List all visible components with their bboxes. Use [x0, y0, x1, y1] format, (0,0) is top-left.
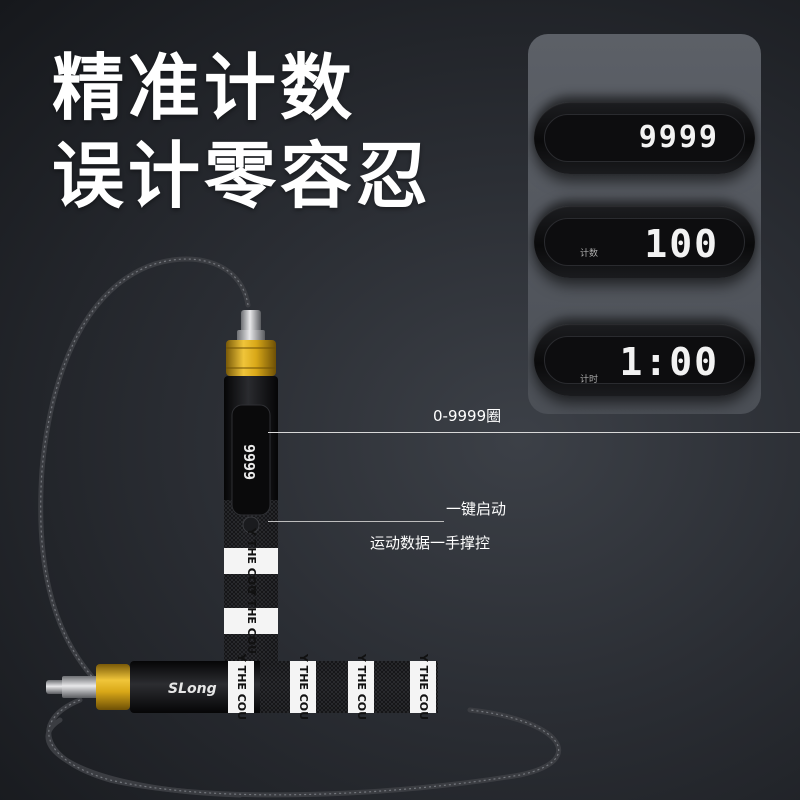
text-band [224, 608, 278, 634]
lcd-screen [544, 114, 745, 162]
handle-display-value: 9999 [240, 444, 258, 480]
lcd-display-tag: 计数 [580, 249, 599, 259]
callout-line-range [268, 432, 800, 433]
text-band [228, 661, 254, 713]
lcd-display-timer: 计时 1:00 [534, 324, 755, 396]
power-button [242, 516, 260, 534]
gold-ring [226, 340, 276, 376]
display-showcase-panel: 9999 计数 100 计时 1:00 [528, 34, 761, 414]
lcd-display-count-max: 9999 [534, 102, 755, 174]
text-band [290, 661, 316, 713]
lcd-display-value: 100 [644, 222, 719, 266]
callout-one-hand-control: 运动数据一手撑控 [370, 534, 491, 552]
lcd-display-count: 计数 100 [534, 206, 755, 278]
callout-one-key-start: 一键启动 [446, 500, 507, 518]
lcd-screen [544, 218, 745, 266]
handle-display [231, 404, 271, 516]
lcd-display-value: 1:00 [619, 340, 719, 384]
band-text: Y THE COU [245, 527, 258, 594]
band-text: Y THE COU [235, 653, 248, 720]
lcd-screen [544, 336, 745, 384]
horizontal-handle: SLong Y THE COU Y THE COU Y THE COU Y TH… [46, 653, 438, 720]
band-text: Y THE COU [417, 653, 430, 720]
callout-line-button [268, 521, 444, 522]
steel-cap [46, 680, 66, 694]
callout-range: 0-9999圈 [433, 407, 502, 425]
headline-line-2: 误计零容忍 [52, 134, 433, 218]
text-band [348, 661, 374, 713]
lcd-display-value: 9999 [638, 120, 719, 155]
headline-line-1: 精准计数 [52, 46, 357, 130]
vertical-handle: 9999 Y THE COU Y THE COU [224, 310, 278, 694]
band-text: Y THE COU [355, 653, 368, 720]
text-band [410, 661, 436, 713]
lcd-display-tag: 计时 [580, 375, 599, 385]
brand-logo: SLong [168, 681, 217, 697]
gold-ring [96, 664, 130, 710]
text-band [224, 548, 278, 574]
band-text: Y THE COU [297, 653, 310, 720]
band-text: Y THE COU [245, 587, 258, 654]
rope-cable-highlight [40, 258, 560, 796]
